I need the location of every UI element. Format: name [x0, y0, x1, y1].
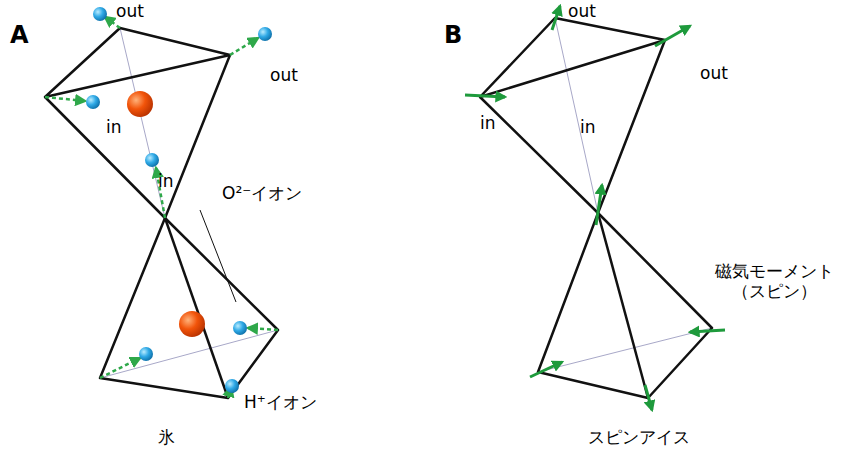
- direction-label: in: [480, 114, 496, 134]
- leader-line: [200, 210, 236, 302]
- panel-letter: A: [10, 22, 29, 50]
- panel-letter: B: [444, 22, 462, 50]
- direction-label: in: [580, 118, 596, 138]
- direction-label: in: [106, 118, 122, 138]
- caption-label: 氷: [158, 428, 175, 448]
- spin-ice-tetrahedra: [465, 6, 725, 410]
- moment-label: 磁気モーメント （スピン）: [712, 262, 837, 301]
- direction-label: out: [568, 2, 596, 22]
- ion-label: O²⁻イオン: [222, 184, 302, 204]
- direction-label: out: [116, 2, 144, 22]
- caption-label: スピンアイス: [588, 428, 690, 448]
- direction-label: in: [158, 172, 174, 192]
- ion-label: H⁺イオン: [244, 393, 317, 413]
- direction-label: out: [270, 66, 298, 86]
- direction-label: out: [700, 64, 728, 84]
